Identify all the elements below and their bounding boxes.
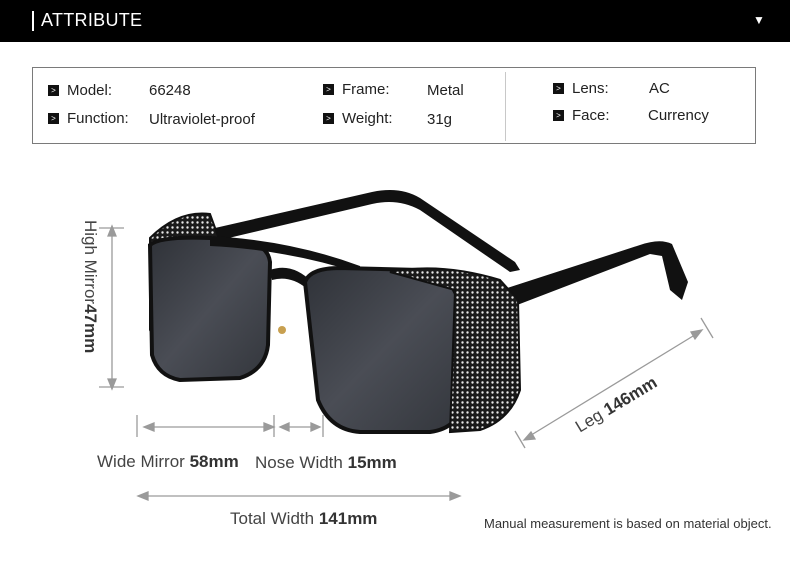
measurement-note: Manual measurement is based on material …	[484, 516, 772, 531]
arrow-bullet-icon: >	[553, 109, 564, 121]
leg-arrow	[527, 332, 699, 438]
high-mirror-label: High Mirror47mm	[81, 220, 100, 354]
attribute-header: ATTRIBUTE ▼	[0, 0, 790, 42]
arrow-bullet-icon: >	[48, 112, 59, 124]
spec-face-label: Face:	[572, 107, 610, 124]
nose-width-label: Nose Width 15mm	[255, 453, 397, 472]
arrow-bullet-icon: >	[553, 82, 564, 94]
spec-function-label: Function:	[67, 110, 129, 127]
leg-tick-right	[700, 317, 714, 339]
spec-weight: > Weight:	[323, 110, 393, 127]
spec-divider	[505, 72, 506, 141]
left-lens	[147, 235, 273, 383]
top-bridge	[210, 236, 362, 274]
spec-model: > Model:	[48, 82, 112, 99]
nose-bridge	[270, 267, 312, 288]
spec-model-label: Model:	[67, 82, 113, 99]
spec-function: > Function:	[48, 110, 129, 127]
spec-frame: > Frame:	[323, 81, 390, 98]
spec-frame-label: Frame:	[342, 81, 390, 98]
spec-function-value: Ultraviolet-proof	[149, 111, 255, 128]
height-arrow-head-bottom	[107, 378, 117, 391]
arrow-bullet-icon: >	[323, 83, 334, 95]
wide-mirror-label: Wide Mirror 58mm	[97, 452, 239, 471]
near-temple	[470, 241, 688, 320]
collapse-toggle-icon[interactable]: ▼	[753, 13, 765, 27]
spec-lens-value: AC	[649, 80, 670, 97]
right-side-shield	[389, 267, 522, 434]
spec-weight-value: 31g	[427, 111, 453, 128]
total-width-label: Total Width 141mm	[230, 509, 378, 528]
spec-table	[32, 67, 756, 144]
right-lens	[302, 265, 465, 434]
arrow-bullet-icon: >	[48, 84, 59, 96]
spec-lens: > Lens:	[553, 80, 609, 97]
spec-face-value: Currency	[648, 107, 709, 124]
height-arrow-head-top	[107, 224, 117, 237]
far-temple	[215, 190, 520, 272]
spec-frame-value: Metal	[427, 82, 464, 99]
spec-face: > Face:	[553, 107, 610, 124]
spec-model-value: 66248	[149, 82, 191, 99]
leg-tick-left	[514, 430, 526, 449]
nose-pad	[278, 326, 286, 334]
header-title: ATTRIBUTE	[41, 10, 143, 30]
header-accent-bar	[32, 11, 34, 31]
spec-weight-label: Weight:	[342, 110, 393, 127]
spec-lens-label: Lens:	[572, 80, 609, 97]
arrow-bullet-icon: >	[323, 112, 334, 124]
dimension-arrows	[99, 224, 714, 501]
